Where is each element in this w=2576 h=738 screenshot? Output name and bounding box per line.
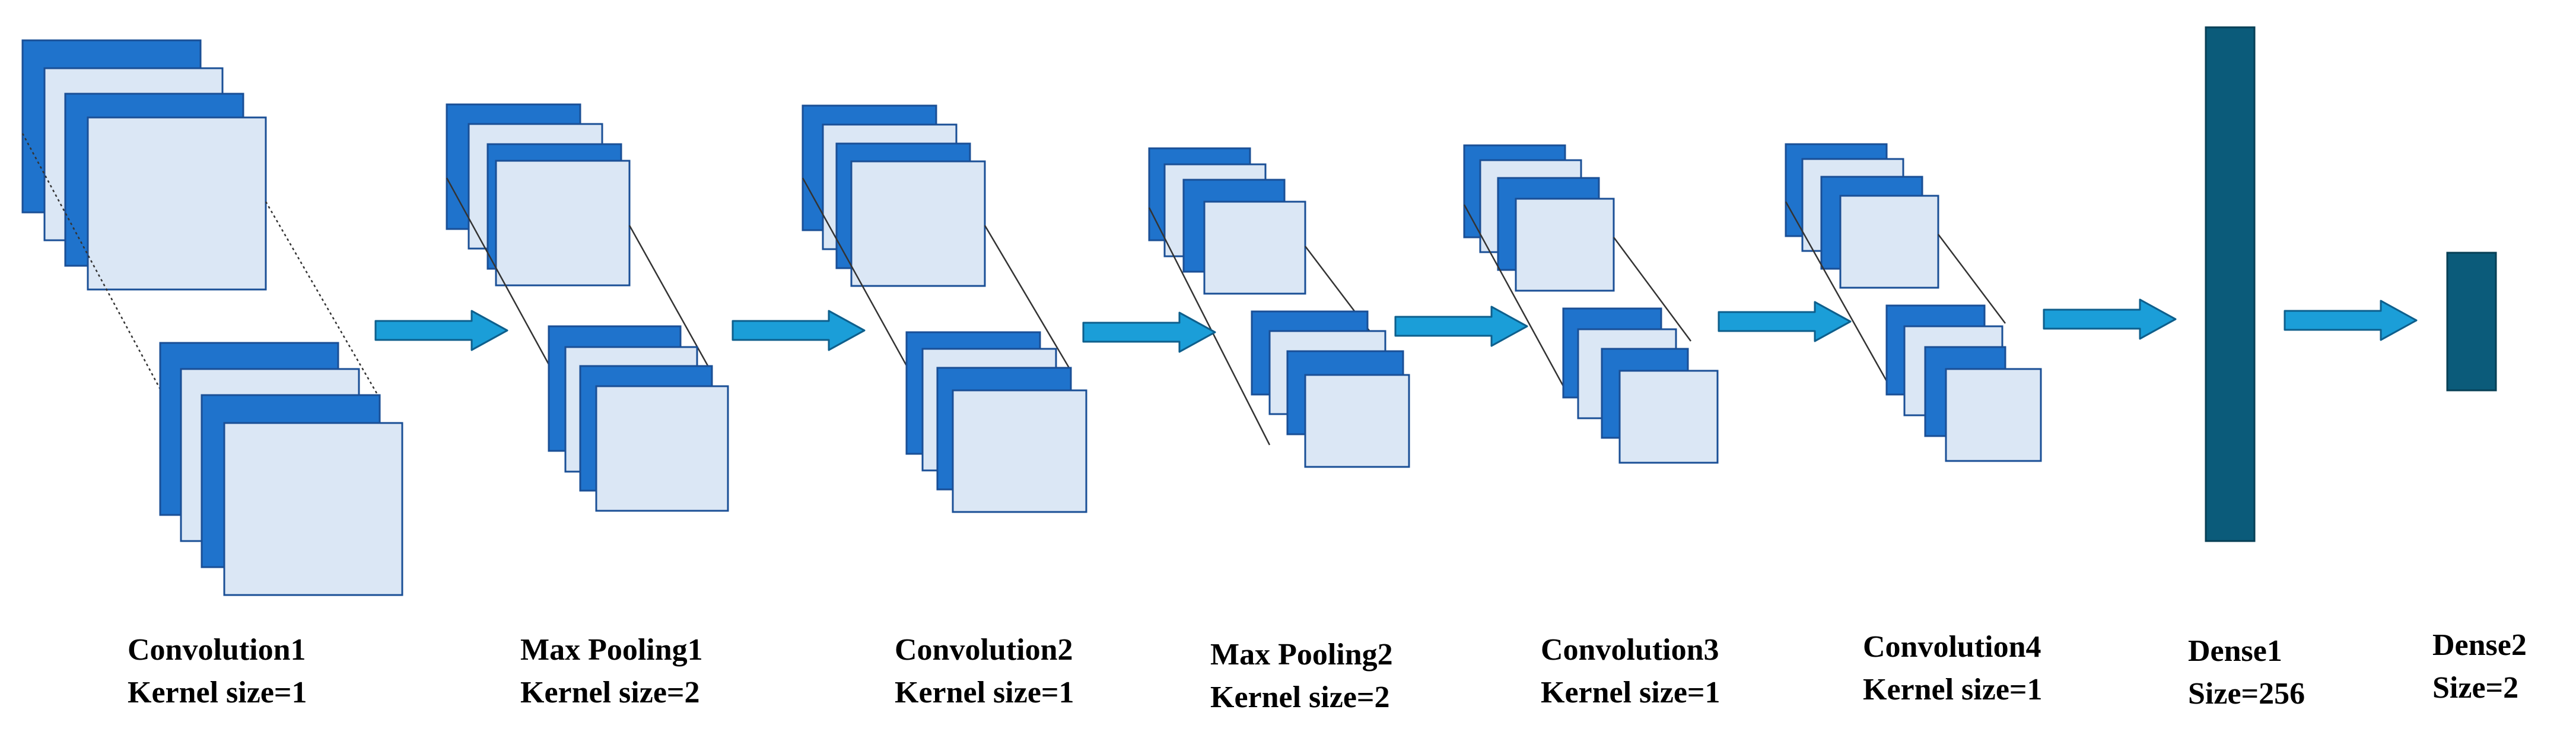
- projection-line: [628, 225, 710, 368]
- layer-name: Max Pooling2: [1210, 638, 1393, 672]
- projection-line: [1463, 204, 1567, 392]
- conv2-output-stack: [905, 331, 1087, 513]
- conv1-input-stack: [21, 39, 267, 291]
- conv4-output-stack: [1885, 304, 2042, 462]
- layer-name: Convolution2: [895, 633, 1073, 667]
- layer-param: Kernel size=1: [895, 676, 1074, 710]
- projection-line: [21, 133, 224, 505]
- feature-map: [1839, 195, 1939, 289]
- conv2-input-stack: [802, 104, 986, 287]
- feature-map: [595, 385, 729, 512]
- label-convolution1: Convolution1 Kernel size=1: [128, 629, 307, 714]
- layer-param: Kernel size=1: [128, 676, 307, 710]
- projection-line: [802, 177, 909, 368]
- dense2-block: [2446, 252, 2497, 392]
- pool1-output-stack: [548, 325, 729, 512]
- label-convolution4: Convolution4 Kernel size=1: [1863, 626, 2043, 711]
- layer-name: Convolution1: [128, 633, 306, 667]
- layer-param: Size=256: [2188, 677, 2305, 711]
- layer-name: Dense2: [2432, 628, 2527, 662]
- label-max-pooling1: Max Pooling1 Kernel size=2: [520, 629, 703, 714]
- feature-map: [1945, 368, 2042, 462]
- label-max-pooling2: Max Pooling2 Kernel size=2: [1210, 634, 1393, 719]
- projection-line: [1148, 207, 1271, 446]
- label-dense2: Dense2 Size=2: [2432, 624, 2527, 710]
- layer-name: Convolution3: [1541, 633, 1719, 667]
- right-arrow-icon: [2284, 300, 2418, 341]
- dense1-block: [2205, 26, 2256, 542]
- right-arrow-icon: [2043, 298, 2177, 340]
- projection-line: [265, 201, 380, 397]
- layer-param: Kernel size=2: [520, 676, 700, 710]
- feature-map: [1618, 370, 1719, 464]
- right-arrow-icon: [732, 310, 866, 351]
- label-dense1: Dense1 Size=256: [2188, 630, 2305, 715]
- pool2-input-stack: [1148, 147, 1306, 295]
- conv3-output-stack: [1562, 307, 1719, 464]
- feature-map: [1203, 201, 1306, 295]
- pool1-input-stack: [446, 103, 631, 287]
- projection-line: [1785, 201, 1894, 392]
- feature-map: [223, 422, 403, 596]
- right-arrow-icon: [1394, 306, 1528, 347]
- feature-map: [1304, 374, 1410, 468]
- layer-param: Kernel size=2: [1210, 680, 1390, 714]
- layer-param: Kernel size=1: [1541, 676, 1720, 710]
- label-convolution3: Convolution3 Kernel size=1: [1541, 629, 1720, 714]
- layer-name: Max Pooling1: [520, 633, 703, 667]
- layer-name: Convolution4: [1863, 630, 2041, 664]
- layer-param: Size=2: [2432, 671, 2519, 705]
- feature-map: [850, 160, 986, 287]
- right-arrow-icon: [1718, 301, 1852, 342]
- feature-map: [495, 160, 631, 287]
- label-convolution2: Convolution2 Kernel size=1: [895, 629, 1074, 714]
- feature-map: [87, 116, 267, 291]
- layer-name: Dense1: [2188, 634, 2282, 668]
- layer-param: Kernel size=1: [1863, 673, 2043, 707]
- projection-line: [1938, 234, 2006, 324]
- projection-line: [1613, 237, 1692, 342]
- right-arrow-icon: [374, 310, 508, 351]
- conv1-output-stack: [159, 342, 403, 596]
- conv3-input-stack: [1463, 144, 1615, 292]
- pool2-output-stack: [1251, 310, 1410, 468]
- feature-map: [952, 389, 1087, 513]
- projection-line: [984, 225, 1070, 368]
- projection-line: [446, 177, 558, 379]
- conv4-input-stack: [1785, 143, 1939, 289]
- feature-map: [1515, 198, 1615, 292]
- right-arrow-icon: [1082, 311, 1216, 353]
